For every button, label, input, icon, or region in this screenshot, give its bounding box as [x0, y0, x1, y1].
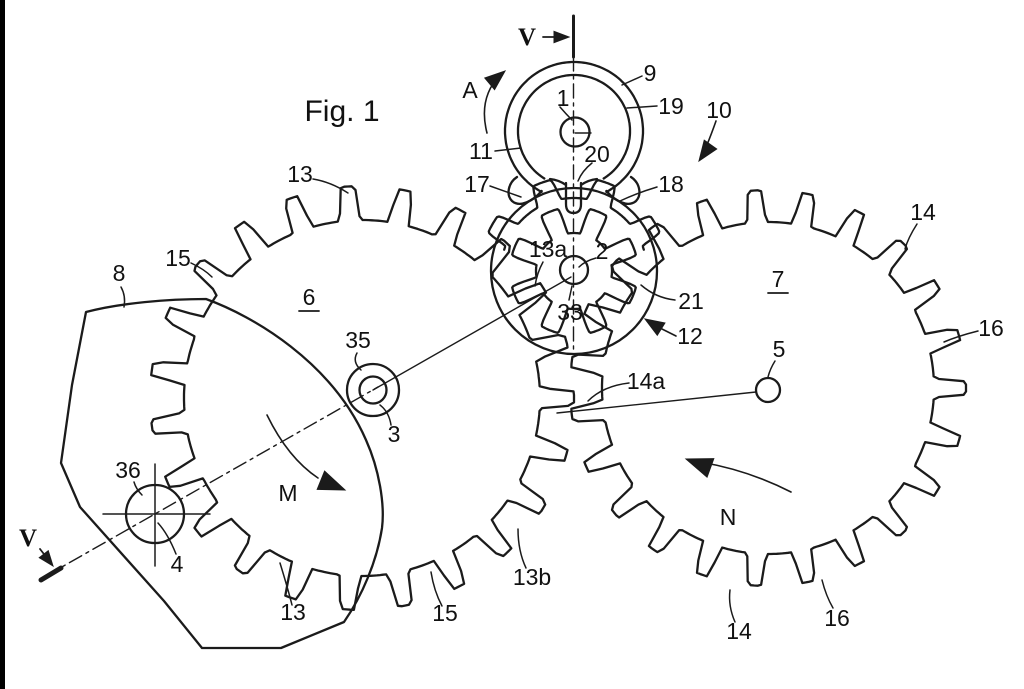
arrow-V-top-head: [553, 30, 571, 44]
scan-edge-bar: [0, 0, 5, 689]
ref-label-4: 4: [171, 551, 184, 577]
leader-3: [379, 404, 392, 426]
leader-14a: [587, 382, 630, 402]
arrow-M-head: [316, 470, 347, 491]
slot-20: [564, 181, 583, 215]
ref-label-20: 20: [584, 141, 610, 167]
ref-label-15: 15: [432, 600, 458, 626]
arrow-V-bottom-head: [38, 549, 54, 568]
arrow-10-head: [698, 139, 718, 163]
leader-8: [120, 286, 126, 308]
leader-36: [133, 481, 143, 496]
line-5-to-14a: [556, 391, 757, 414]
leader-13b: [517, 528, 527, 569]
ref-label-6: 6: [303, 284, 316, 310]
arrow-A-head: [483, 70, 507, 91]
arrow-N-head: [684, 458, 715, 479]
ref-label-14: 14: [910, 199, 936, 225]
ref-label-14: 14: [726, 618, 752, 644]
leader-5: [767, 360, 776, 378]
ref-label-13: 13: [280, 599, 306, 625]
ref-label-16: 16: [978, 315, 1004, 341]
ref-label-16: 16: [824, 605, 850, 631]
gear-12-top-teeth: [487, 179, 661, 251]
ref-label-v: V: [19, 525, 37, 552]
ref-label-2: 2: [596, 238, 609, 264]
arrow-M-line: [266, 414, 319, 479]
leader-15-top: [190, 262, 213, 278]
slot-20-flare-left: [548, 177, 568, 187]
ref-label-3: 3: [388, 421, 401, 447]
hub-hole-2: [558, 254, 590, 286]
ref-label-15: 15: [165, 245, 191, 271]
leader-17: [489, 185, 522, 198]
gear-12-rim: [489, 186, 659, 356]
leader-33: [568, 285, 573, 301]
ref-label-21: 21: [678, 288, 704, 314]
gear-12-pinion-21: [511, 208, 637, 334]
gear-6-teeth-13: [150, 185, 576, 611]
ref-label-13: 13: [287, 161, 313, 187]
leader-21: [640, 284, 676, 301]
stud-36: [124, 483, 186, 545]
shaft-hole-1: [559, 116, 591, 148]
leader-18: [619, 186, 658, 202]
leader-15-bottom: [430, 571, 443, 607]
ref-label-35: 35: [345, 327, 371, 353]
ref-label-v: V: [518, 24, 536, 51]
ref-label-n: N: [720, 504, 737, 530]
arrow-12-head: [643, 318, 666, 337]
ref-label-33: 33: [557, 299, 583, 325]
ring-19-inner: [516, 73, 632, 180]
ref-label-1: 1: [557, 85, 570, 111]
gear-7-teeth-14: [570, 189, 968, 587]
ref-label-12: 12: [677, 323, 703, 349]
leader-13-top: [312, 178, 349, 194]
leader-19: [626, 105, 658, 109]
leader-14-bottom: [728, 589, 736, 623]
ref-label-10: 10: [706, 97, 732, 123]
ref-label-7: 7: [772, 266, 785, 292]
ref-label-9: 9: [644, 60, 657, 86]
ref-label-14a: 14a: [627, 368, 666, 394]
ref-label-18: 18: [658, 171, 684, 197]
ref-label-m: M: [278, 480, 297, 506]
ref-label-13a: 13a: [529, 236, 568, 262]
ref-label-17: 17: [464, 171, 490, 197]
roller-35-inner: [358, 375, 388, 405]
ref-label-fig1: Fig. 1: [304, 95, 379, 128]
ref-label-a: A: [462, 77, 478, 103]
ring-9-outer: [503, 60, 645, 194]
ref-label-13b: 13b: [513, 564, 551, 590]
ref-label-11: 11: [469, 138, 493, 164]
slot-20-flare-right: [579, 177, 599, 187]
section-mark-bottom: [38, 565, 64, 583]
leader-16-bottom: [821, 579, 834, 609]
leader-20: [577, 162, 593, 182]
center-5: [754, 376, 782, 404]
ref-label-19: 19: [658, 93, 684, 119]
ref-label-8: 8: [113, 260, 126, 286]
ref-label-5: 5: [773, 336, 786, 362]
leader-4: [157, 522, 177, 555]
roller-35-outer: [345, 362, 401, 418]
centerline-diagonal: [45, 386, 379, 577]
ref-label-36: 36: [115, 457, 141, 483]
